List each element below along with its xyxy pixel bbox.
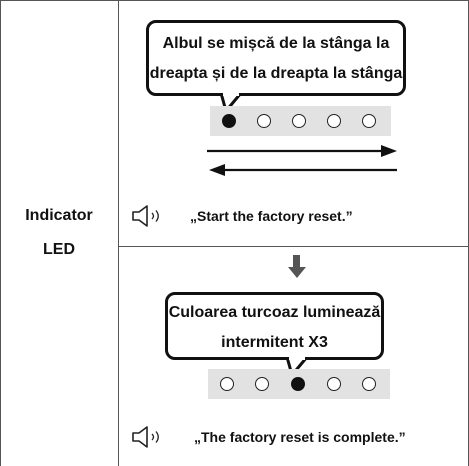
step1-led-3: [292, 114, 306, 128]
step1-led-2: [257, 114, 271, 128]
column-divider: [118, 0, 119, 466]
step2-led-2: [255, 377, 269, 391]
step2-led-bar: [208, 369, 390, 399]
step2-callout-line1: Culoarea turcoaz luminează: [168, 304, 381, 321]
step1-callout-line2: dreapta și de la dreapta la stânga: [149, 65, 403, 82]
step1-direction-arrows: [207, 145, 397, 176]
step1-callout: Albul se mișcă de la stânga la dreapta ș…: [146, 20, 406, 96]
down-arrow-icon: [288, 255, 306, 278]
row-label: Indicator LED: [0, 0, 118, 466]
step2-callout-line2: intermitent X3: [221, 334, 328, 351]
step1-voice-text: „Start the factory reset.”: [190, 208, 353, 224]
table-top-border: [0, 0, 469, 1]
left-arrow-icon: [209, 164, 397, 176]
step2-voice-text: „The factory reset is complete.”: [194, 429, 406, 445]
step1-led-4: [327, 114, 341, 128]
step2-led-3: [291, 377, 305, 391]
step2-led-4: [327, 377, 341, 391]
table-left-border: [0, 0, 1, 466]
right-arrow-icon: [207, 145, 397, 157]
step2-led-5: [362, 377, 376, 391]
step1-led-5: [362, 114, 376, 128]
step1-callout-line1: Albul se mișcă de la stânga la: [162, 35, 390, 52]
step2-voice-row: „The factory reset is complete.”: [130, 424, 406, 450]
step-divider: [118, 246, 469, 247]
step1-led-1: [222, 114, 236, 128]
step2-led-1: [220, 377, 234, 391]
step1-led-bar: [210, 106, 391, 136]
step2-callout: Culoarea turcoaz luminează intermitent X…: [165, 292, 384, 360]
row-label-line1: Indicator: [25, 207, 93, 224]
speaker-icon: [132, 426, 159, 448]
row-label-line2: LED: [43, 241, 75, 258]
speaker-icon: [132, 205, 159, 227]
step1-voice-row: „Start the factory reset.”: [130, 203, 353, 229]
